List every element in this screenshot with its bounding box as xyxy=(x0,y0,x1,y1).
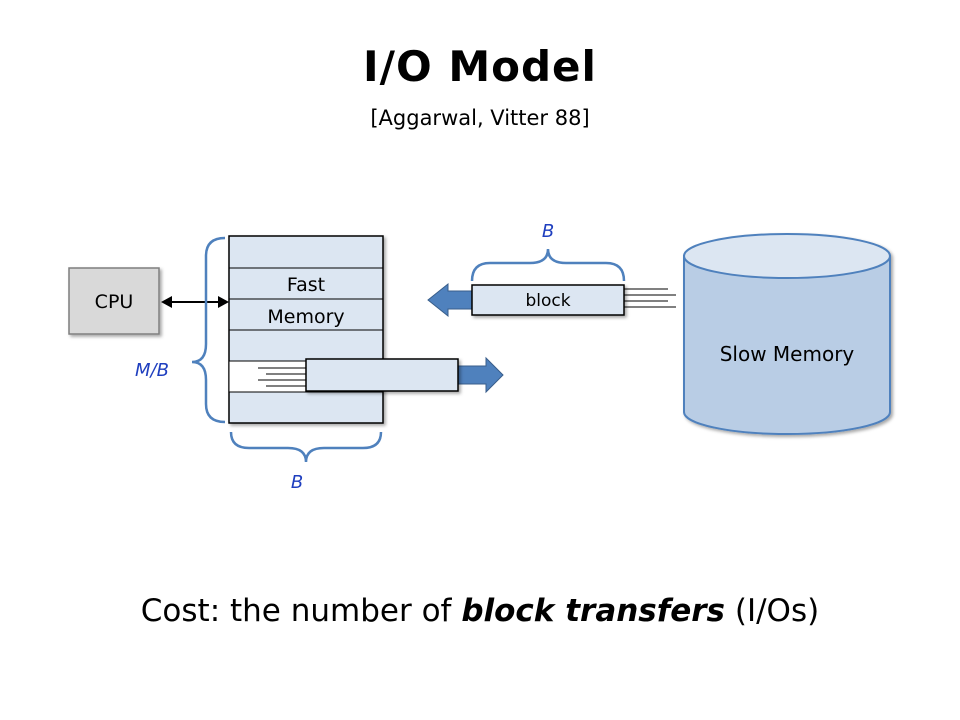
outgoing-arrow xyxy=(451,356,504,394)
motion-lines-left xyxy=(258,367,306,387)
cost-suffix: (I/Os) xyxy=(725,593,820,629)
top-brace xyxy=(470,248,626,282)
bottom-brace xyxy=(229,431,383,463)
cost-emphasis: block transfers xyxy=(461,593,726,629)
brace-bottom-label: B xyxy=(291,472,303,493)
fast-memory-label-line2: Memory xyxy=(267,306,344,328)
cpu-label: CPU xyxy=(95,291,134,313)
block-label: block xyxy=(525,291,570,311)
citation: [Aggarwal, Vitter 88] xyxy=(370,106,590,130)
cpu-box: CPU xyxy=(68,267,160,335)
slide-title: I/O Model xyxy=(363,42,597,91)
fast-memory-stack xyxy=(228,235,384,424)
left-brace xyxy=(191,236,226,424)
cost-statement: Cost: the number of block transfers (I/O… xyxy=(0,593,960,629)
fast-memory-label-line1: Fast xyxy=(287,274,325,296)
incoming-block: block xyxy=(471,284,625,316)
brace-left-label: M/B xyxy=(135,360,169,381)
cpu-memory-arrow xyxy=(161,296,229,308)
slow-memory-label: Slow Memory xyxy=(720,342,855,366)
brace-top-label: B xyxy=(542,221,554,242)
slow-memory-cylinder xyxy=(683,233,891,435)
motion-lines-right xyxy=(624,288,676,308)
cost-prefix: Cost: the number of xyxy=(140,593,462,629)
outgoing-block xyxy=(305,358,459,392)
